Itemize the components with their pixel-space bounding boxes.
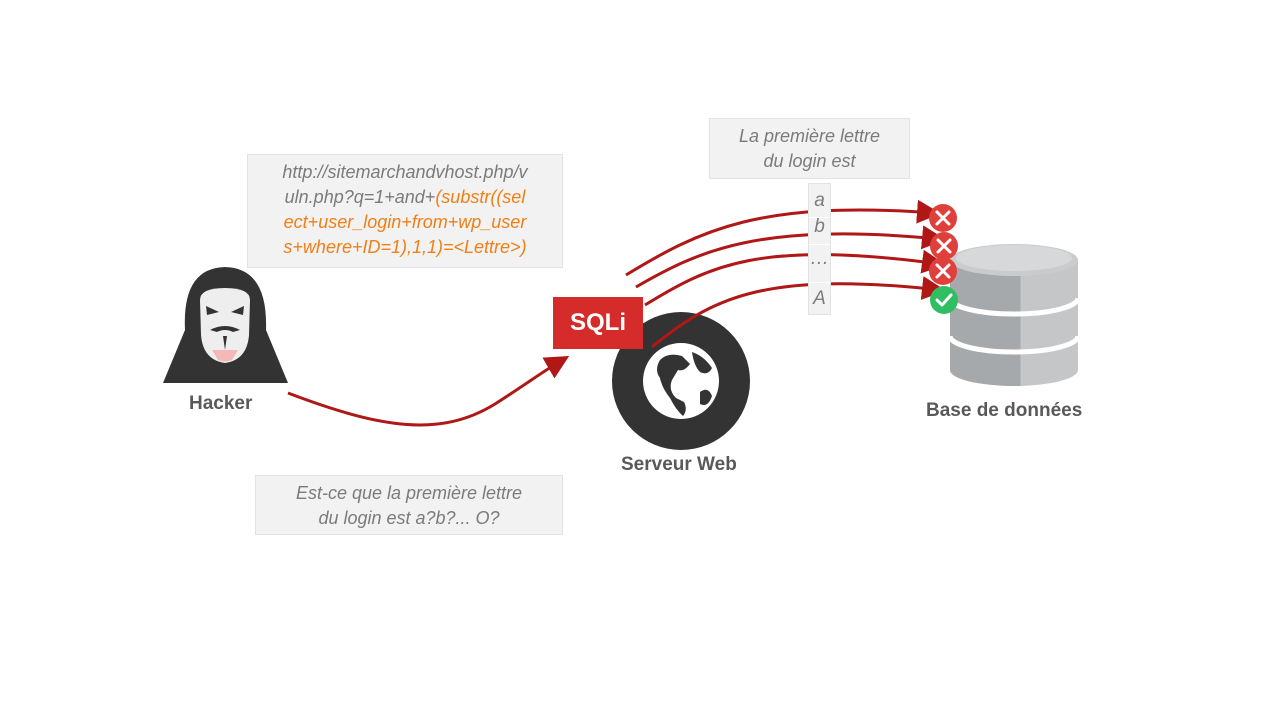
url-line: uln.php?q=1+and+(substr((sel [254,185,556,210]
login-caption-box: La première lettre du login est [709,118,910,179]
sqli-url-box: http://sitemarchandvhost.php/v uln.php?q… [247,154,563,268]
query-arrow-A [651,276,946,349]
letter-divider [809,217,830,218]
url-line: ect+user_login+from+wp_user [254,210,556,235]
login-caption-line: La première lettre [738,126,881,146]
cross-icon [930,232,958,260]
letter-divider [809,282,830,283]
letter-candidate: … [810,248,829,269]
payload-text: s+where+ID=1),1,1)=<Lettre>) [283,237,527,257]
check-icon [930,286,958,314]
query-arrow-b [635,225,946,289]
hacker-icon [163,267,288,383]
url-line: s+where+ID=1),1,1)=<Lettre>) [254,235,556,260]
cross-icon [929,204,957,232]
letter-candidate: A [813,288,826,309]
server-label: Serveur Web [621,454,737,475]
question-line: du login est a?b?... O? [318,508,500,528]
login-caption-line: du login est [763,151,856,171]
url-text: http://sitemarchandvhost.php/v [282,162,528,182]
query-arrow-a [625,199,941,277]
hacker-to-sqli-arrow [287,355,570,427]
query-arrow-ellipsis [644,249,946,307]
payload-text: (substr((sel [435,187,526,207]
payload-text: ect+user_login+from+wp_user [283,212,527,232]
letter-candidate: b [814,216,825,237]
url-text: uln.php?q=1+and+ [284,187,436,207]
url-line: http://sitemarchandvhost.php/v [254,160,556,185]
sqli-badge: SQLi [553,297,643,349]
database-label: Base de données [926,400,1083,421]
cross-icon [929,257,957,285]
database-icon [947,244,1081,386]
question-box: Est-ce que la première lettre du login e… [255,475,563,535]
letter-candidate: a [814,190,825,211]
question-line: Est-ce que la première lettre [295,483,523,503]
letter-divider [809,244,830,245]
globe-icon [612,312,750,450]
letter-candidates: a b … A [808,183,831,315]
hacker-label: Hacker [189,393,253,414]
